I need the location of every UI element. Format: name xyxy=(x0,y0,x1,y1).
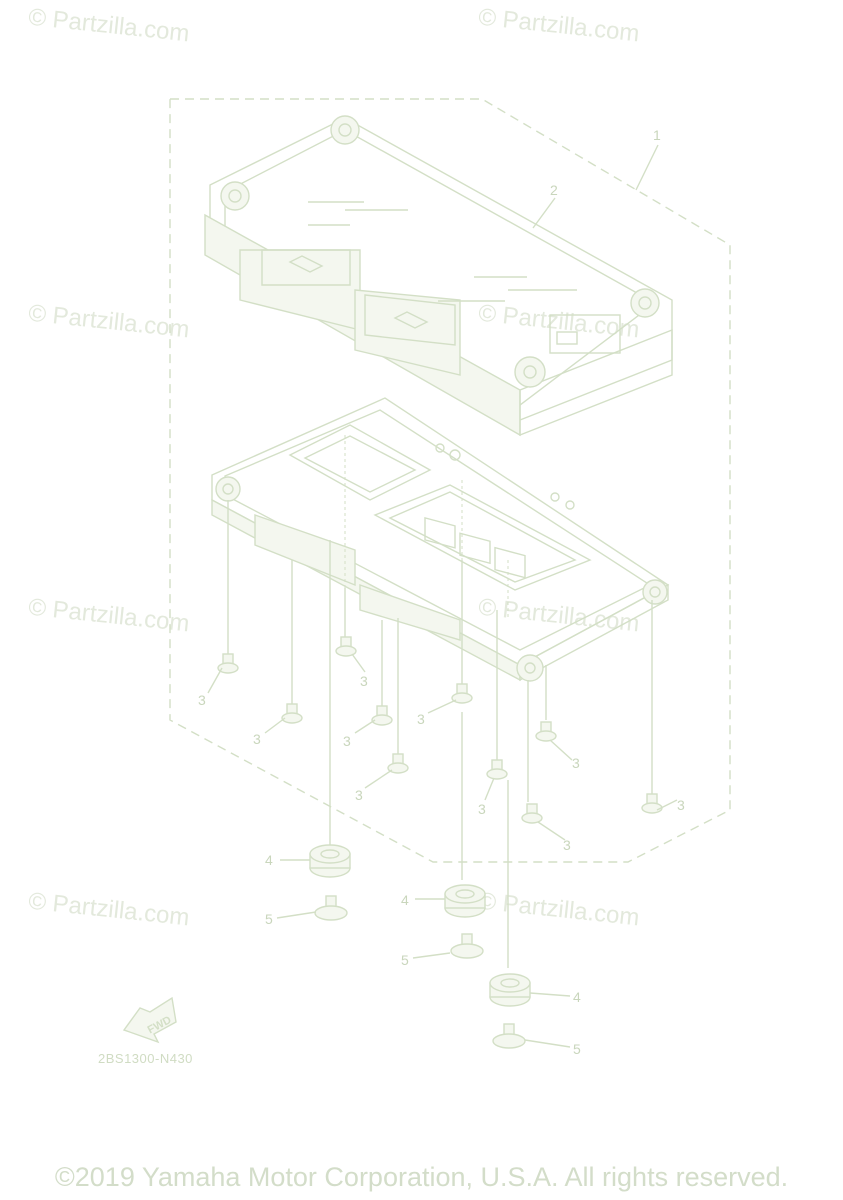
callout-4: 4 xyxy=(265,852,273,868)
lower-meter-case xyxy=(211,397,670,682)
assembly-boundary xyxy=(169,98,731,863)
callout-1: 1 xyxy=(653,127,661,143)
callout-3: 3 xyxy=(572,755,580,771)
callout-3: 3 xyxy=(355,787,363,803)
screw-guide-lines xyxy=(227,435,653,968)
upper-meter-housing xyxy=(204,115,673,437)
callout-3: 3 xyxy=(563,837,571,853)
callout-5: 5 xyxy=(401,952,409,968)
callout-3: 3 xyxy=(478,801,486,817)
fwd-arrow-icon: FWD xyxy=(122,996,177,1044)
callout-5: 5 xyxy=(265,911,273,927)
copyright-notice: ©2019 Yamaha Motor Corporation, U.S.A. A… xyxy=(54,1162,789,1192)
callout-2: 2 xyxy=(550,182,558,198)
callout-3: 3 xyxy=(198,692,206,708)
grommets-part-4 xyxy=(309,844,531,1007)
callout-3: 3 xyxy=(417,711,425,727)
screws-part-3 xyxy=(217,636,663,824)
callout-3: 3 xyxy=(343,733,351,749)
diagram-code: 2BS1300-N430 xyxy=(98,1051,193,1066)
callout-4: 4 xyxy=(401,892,409,908)
callout-3: 3 xyxy=(677,797,685,813)
callout-4: 4 xyxy=(573,989,581,1005)
leader-lines xyxy=(207,144,678,1048)
bolts-part-5 xyxy=(314,895,526,1049)
callout-3: 3 xyxy=(253,731,261,747)
callout-5: 5 xyxy=(573,1041,581,1057)
callout-3: 3 xyxy=(360,673,368,689)
